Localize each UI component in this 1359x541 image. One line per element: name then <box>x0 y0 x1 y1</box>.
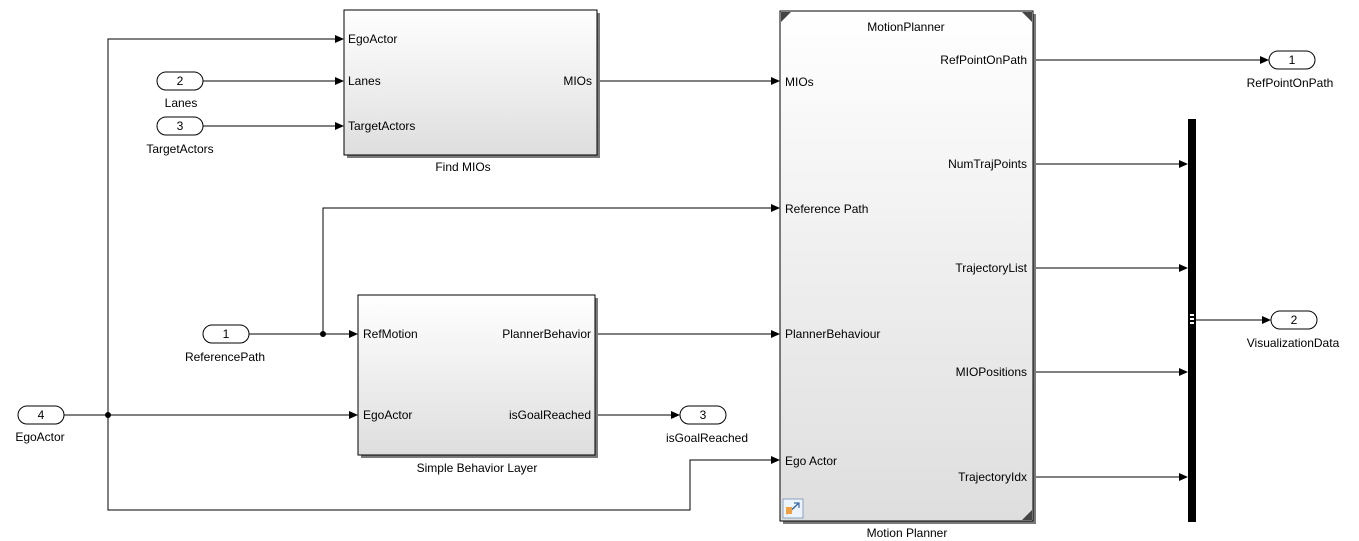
outport-isgoalreached-number: 3 <box>700 408 707 422</box>
inport-referencepath-label: ReferencePath <box>185 350 265 364</box>
find-mios-out-mios: MIOs <box>563 74 592 88</box>
mp-in-mios: MIOs <box>785 75 814 89</box>
outport-visualizationdata-number: 2 <box>1291 313 1298 327</box>
outport-refpointonpath-number: 1 <box>1289 53 1296 67</box>
mp-out-miopositions: MIOPositions <box>956 365 1027 379</box>
mux-block[interactable] <box>1188 119 1196 522</box>
mp-in-plannerbehaviour: PlannerBehaviour <box>785 327 880 341</box>
motion-planner-title: MotionPlanner <box>867 20 944 34</box>
outport-visualizationdata-label: VisualizationData <box>1247 336 1340 350</box>
inport-egoactor-number: 4 <box>38 408 45 422</box>
mp-out-refpointonpath: RefPointOnPath <box>940 53 1027 67</box>
subsystem-link-icon[interactable] <box>782 498 804 519</box>
arrowheads <box>335 35 1271 481</box>
behavior-in-egoactor: EgoActor <box>363 408 412 422</box>
corner-mark-tr <box>1022 12 1032 22</box>
behavior-in-refmotion: RefMotion <box>363 327 418 341</box>
inport-egoactor-label: EgoActor <box>15 430 64 444</box>
outport-refpointonpath[interactable]: 1 <box>1268 50 1316 70</box>
branch-point-refpath <box>320 331 326 337</box>
inport-lanes[interactable]: 2 <box>156 71 204 91</box>
inport-egoactor[interactable]: 4 <box>17 405 65 425</box>
outport-visualizationdata[interactable]: 2 <box>1270 310 1318 330</box>
mp-out-trajectorylist: TrajectoryList <box>955 261 1027 275</box>
motion-planner-block-name: Motion Planner <box>867 526 948 540</box>
signal-lines <box>64 38 1262 511</box>
find-mios-block[interactable]: EgoActor Lanes TargetActors MIOs <box>343 9 600 158</box>
mp-out-numtrajpoints: NumTrajPoints <box>948 157 1027 171</box>
find-mios-in-targetactors: TargetActors <box>348 119 415 133</box>
behavior-out-plannerbehavior: PlannerBehavior <box>502 327 591 341</box>
simple-behavior-block[interactable]: RefMotion EgoActor PlannerBehavior isGoa… <box>357 294 598 458</box>
outport-refpointonpath-label: RefPointOnPath <box>1247 76 1334 90</box>
branch-point-egoactor <box>105 412 111 418</box>
inport-targetactors-number: 3 <box>177 119 184 133</box>
inport-lanes-number: 2 <box>177 74 184 88</box>
outport-isgoalreached-label: isGoalReached <box>666 431 748 445</box>
corner-mark-tl <box>781 12 791 22</box>
corner-mark-br <box>1022 510 1032 520</box>
simple-behavior-block-name: Simple Behavior Layer <box>417 461 538 475</box>
find-mios-in-egoactor: EgoActor <box>348 32 397 46</box>
mp-in-referencepath: Reference Path <box>785 202 868 216</box>
motion-planner-block[interactable]: MotionPlanner MIOs Reference Path Planne… <box>779 10 1036 524</box>
mp-out-trajectoryidx: TrajectoryIdx <box>958 470 1027 484</box>
inport-targetactors[interactable]: 3 <box>156 116 204 136</box>
outport-isgoalreached[interactable]: 3 <box>679 405 727 425</box>
inport-referencepath-number: 1 <box>223 327 230 341</box>
inport-lanes-label: Lanes <box>165 96 198 110</box>
behavior-out-isgoalreached: isGoalReached <box>509 408 591 422</box>
inport-referencepath[interactable]: 1 <box>202 324 250 344</box>
mp-in-egoactor: Ego Actor <box>785 454 837 468</box>
find-mios-block-name: Find MIOs <box>435 160 490 174</box>
inport-targetactors-label: TargetActors <box>146 142 213 156</box>
find-mios-in-lanes: Lanes <box>348 74 381 88</box>
